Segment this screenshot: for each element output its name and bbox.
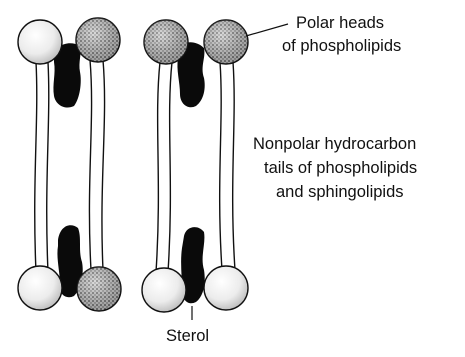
label-polar-heads-line1: Polar heads	[296, 14, 384, 32]
tail-1a	[35, 62, 37, 272]
lipid-pair-left	[18, 18, 121, 311]
tail-4b	[233, 62, 235, 270]
tail-3a	[156, 62, 160, 272]
head-top-4	[204, 20, 248, 64]
head-top-3	[144, 20, 188, 64]
label-tails: Nonpolar hydrocarbon tails of phospholip…	[253, 135, 417, 201]
tail-1b	[47, 62, 49, 272]
label-tails-line2: tails of phospholipids	[264, 159, 417, 177]
head-top-1	[18, 20, 62, 64]
head-bottom-4	[204, 266, 248, 310]
head-top-2	[76, 18, 120, 62]
head-bottom-2	[77, 267, 121, 311]
head-bottom-3	[142, 268, 186, 312]
lipid-pair-right	[142, 20, 248, 312]
tail-2a	[89, 60, 91, 270]
tail-3b	[168, 62, 172, 272]
tail-4a	[220, 62, 222, 270]
label-tails-line3: and sphingolipids	[276, 183, 404, 201]
label-tails-line1: Nonpolar hydrocarbon	[253, 135, 416, 153]
head-bottom-1	[18, 266, 62, 310]
tail-2b	[102, 60, 105, 270]
label-polar-heads-line2: of phospholipids	[282, 37, 401, 55]
label-sterol: Sterol	[166, 327, 209, 345]
label-polar-heads: Polar heads of phospholipids	[282, 14, 401, 55]
leader-polar-heads	[246, 24, 288, 36]
